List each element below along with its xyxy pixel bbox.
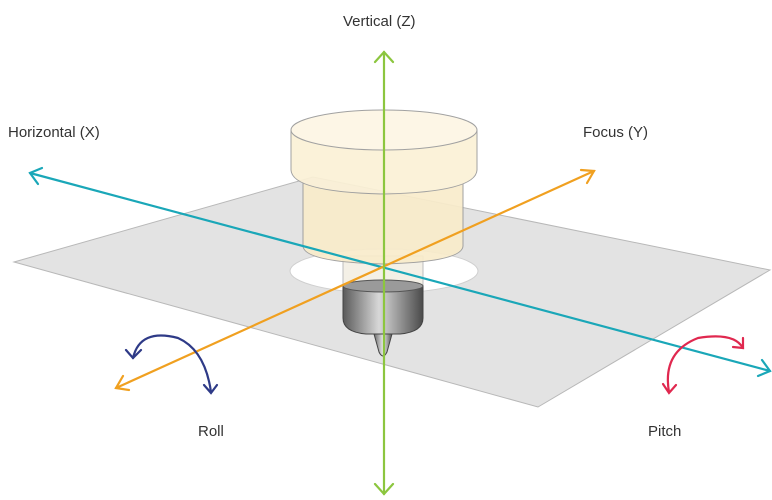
- horizontal-axis-label: Horizontal (X): [8, 124, 100, 141]
- horizontal-axis: [28, 166, 772, 378]
- vertical-axis-label: Vertical (Z): [343, 13, 416, 30]
- pitch-arrow-icon: [661, 335, 745, 395]
- roll-arrow-icon: [124, 334, 219, 395]
- pitch-label: Pitch: [648, 423, 682, 440]
- vertical-axis: [373, 50, 395, 496]
- focus-axis-label: Focus (Y): [583, 124, 649, 141]
- roll-label: Roll: [198, 423, 224, 440]
